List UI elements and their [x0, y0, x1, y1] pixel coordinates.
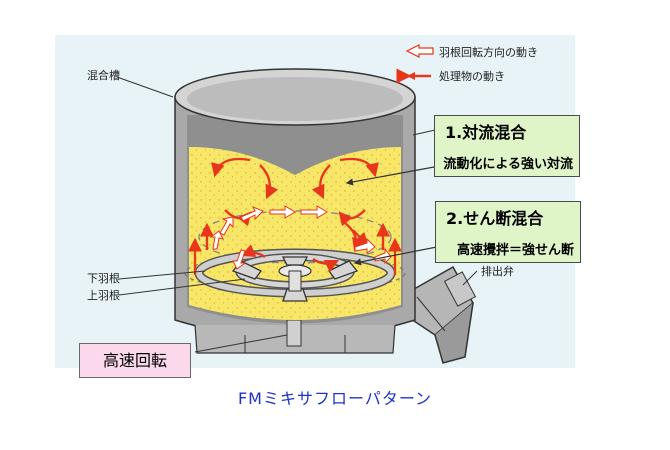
legend-material-label: 処理物の動き [439, 69, 505, 83]
diagram-figure: 羽根回転方向の動き 処理物の動き 混合槽 下羽根 上羽根 排出弁 1.対流混合 … [55, 35, 581, 368]
mixer-diagram: 羽根回転方向の動き 処理物の動き 混合槽 下羽根 上羽根 排出弁 [87, 44, 538, 364]
convection-title: 1.対流混合 [445, 123, 527, 142]
discharge-valve-label: 排出弁 [481, 264, 514, 278]
convection-subtitle: 流動化による強い対流 [443, 157, 573, 172]
legend-blade-arrow [405, 44, 434, 58]
mixing-tank-label: 混合槽 [87, 68, 120, 82]
shear-subtitle: 高速攪拌＝強せん断 [456, 243, 574, 258]
high-speed-rotation-label: 高速回転 [79, 343, 191, 378]
convection-callout: 1.対流混合 流動化による強い対流 [434, 115, 580, 177]
legend-blade-label: 羽根回転方向の動き [439, 45, 538, 59]
flow-orbit [198, 210, 392, 264]
drive-shaft [286, 319, 302, 347]
blade-direction-arrows [209, 205, 392, 270]
discharge-valve-body [443, 271, 477, 307]
upper-blade-label: 上羽根 [87, 288, 120, 302]
lower-blade-label: 下羽根 [87, 271, 120, 285]
material-flow-arrows [188, 157, 402, 275]
shear-callout: 2.せん断混合 高速攪拌＝強せん断 [435, 201, 581, 263]
shear-title: 2.せん断混合 [446, 209, 544, 228]
figure-caption: FMミキサフローパターン [237, 389, 433, 408]
